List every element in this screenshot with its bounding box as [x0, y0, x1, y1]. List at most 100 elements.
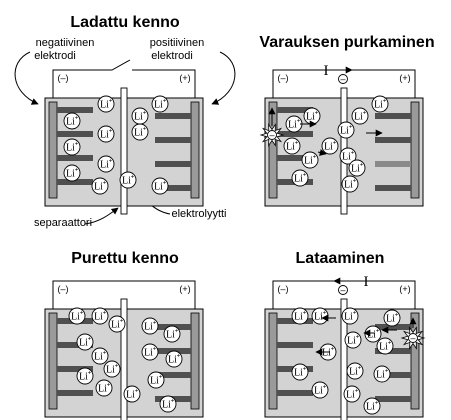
lithium-ion: Li+	[63, 138, 81, 156]
ion-label: Li	[94, 312, 103, 323]
ion-charge: +	[358, 366, 362, 372]
electron: –	[408, 333, 418, 343]
ion-label: Li	[351, 164, 360, 175]
lithium-ion: Li+	[376, 337, 394, 355]
lithium-ion: Li+	[301, 151, 319, 169]
ion-charge: +	[303, 367, 307, 373]
electron-circle	[267, 130, 277, 140]
lithium-ion: Li+	[343, 385, 361, 403]
title-discharging: Varauksen purkaminen	[259, 34, 434, 51]
lithium-ion: Li+	[283, 137, 301, 155]
ion-circle	[343, 385, 361, 403]
electron-sign: –	[340, 285, 345, 295]
lithium-ion: Li+	[151, 177, 169, 195]
electron-circle	[408, 333, 418, 343]
ion-label: Li	[294, 368, 303, 379]
negative-electrode	[268, 312, 278, 410]
ion-circle	[339, 147, 357, 165]
ion-charge: +	[131, 175, 135, 181]
ion-circle	[141, 343, 159, 361]
ion-label: Li	[126, 390, 135, 401]
ion-label: Li	[144, 348, 153, 359]
lithium-ion: Li+	[159, 395, 177, 413]
negative-polarity-label: (–)	[278, 73, 289, 83]
ion-charge: +	[331, 347, 335, 353]
positive-plate	[155, 113, 191, 119]
positive-electrode	[190, 101, 200, 199]
lithium-ion: Li+	[76, 367, 94, 385]
negative-plate	[277, 107, 313, 113]
ion-label: Li	[79, 338, 88, 349]
ion-charge: +	[115, 364, 119, 370]
ion-circle	[341, 307, 359, 325]
ion-circle	[383, 309, 401, 327]
lithium-ion: Li+	[348, 159, 366, 177]
ion-label: Li	[342, 152, 351, 163]
ion-label: Li	[322, 348, 331, 359]
ion-label: Li	[346, 390, 355, 401]
external-wire-switch	[52, 59, 131, 98]
ion-charge: +	[143, 111, 147, 117]
positive-plate	[375, 324, 411, 330]
ion-charge: +	[75, 142, 79, 148]
title-charged-cell: Ladattu kenno	[70, 14, 180, 31]
lithium-ion: Li+	[97, 155, 115, 173]
ion-label: Li	[344, 312, 353, 323]
ion-label: Li	[314, 312, 323, 323]
ion-label: Li	[166, 330, 175, 341]
positive-plate	[375, 185, 411, 191]
lithium-ion: Li+	[383, 309, 401, 327]
ion-charge: +	[171, 399, 175, 405]
ion-circle	[97, 125, 115, 143]
ion-charge: +	[103, 311, 107, 317]
negative-plate	[277, 155, 313, 161]
ion-circle	[344, 331, 362, 349]
ion-charge: +	[135, 389, 139, 395]
lithium-ion: Li+	[285, 115, 303, 133]
ion-charge: +	[297, 119, 301, 125]
ion-label: Li	[366, 402, 375, 413]
positive-plate	[375, 161, 411, 167]
arrow-to-positive-electrode	[211, 51, 236, 105]
lithium-ion: Li+	[303, 107, 321, 125]
ion-charge: +	[120, 319, 124, 325]
ion-circle	[373, 365, 391, 383]
ion-charge: +	[109, 159, 113, 165]
ion-charge: +	[109, 99, 113, 105]
lithium-ion: Li+	[141, 343, 159, 361]
lithium-ion: Li+	[344, 331, 362, 349]
ion-label: Li	[367, 330, 376, 341]
ion-label: Li	[162, 400, 171, 411]
ion-charge: +	[349, 125, 353, 131]
ion-circle	[337, 121, 355, 139]
ion-label: Li	[94, 352, 103, 363]
lithium-ion: Li+	[311, 307, 329, 325]
ion-label: Li	[122, 176, 131, 187]
ion-label: Li	[288, 120, 297, 131]
lithium-ion: Li+	[123, 385, 141, 403]
negative-plate	[57, 366, 93, 372]
ion-circle	[301, 151, 319, 169]
ion-charge: +	[355, 389, 359, 395]
ion-charge: +	[143, 127, 147, 133]
electron: –	[267, 130, 277, 140]
ion-charge: +	[363, 111, 367, 117]
negative-polarity-label: (–)	[58, 284, 69, 294]
negative-polarity-label: (–)	[278, 284, 289, 294]
arrow-to-separator	[84, 207, 119, 225]
positive-plate	[375, 137, 411, 143]
positive-electrode	[410, 101, 420, 199]
lithium-ion: Li+	[339, 147, 357, 165]
ion-charge: +	[159, 375, 163, 381]
ion-charge: +	[153, 321, 157, 327]
lithium-ion: Li+	[63, 112, 81, 130]
ion-label: Li	[100, 130, 109, 141]
ion-circle	[63, 112, 81, 130]
negative-plate	[57, 342, 93, 348]
ion-charge: +	[109, 129, 113, 135]
ion-movement-arrow	[317, 149, 327, 156]
ion-charge: +	[153, 347, 157, 353]
ion-label: Li	[294, 312, 303, 323]
ion-circle	[68, 307, 86, 325]
panel-charging: (–)(+)I–Li+Li+Li+Li+Li+Li+Li+Li+Li+Li+Li…	[264, 274, 426, 420]
